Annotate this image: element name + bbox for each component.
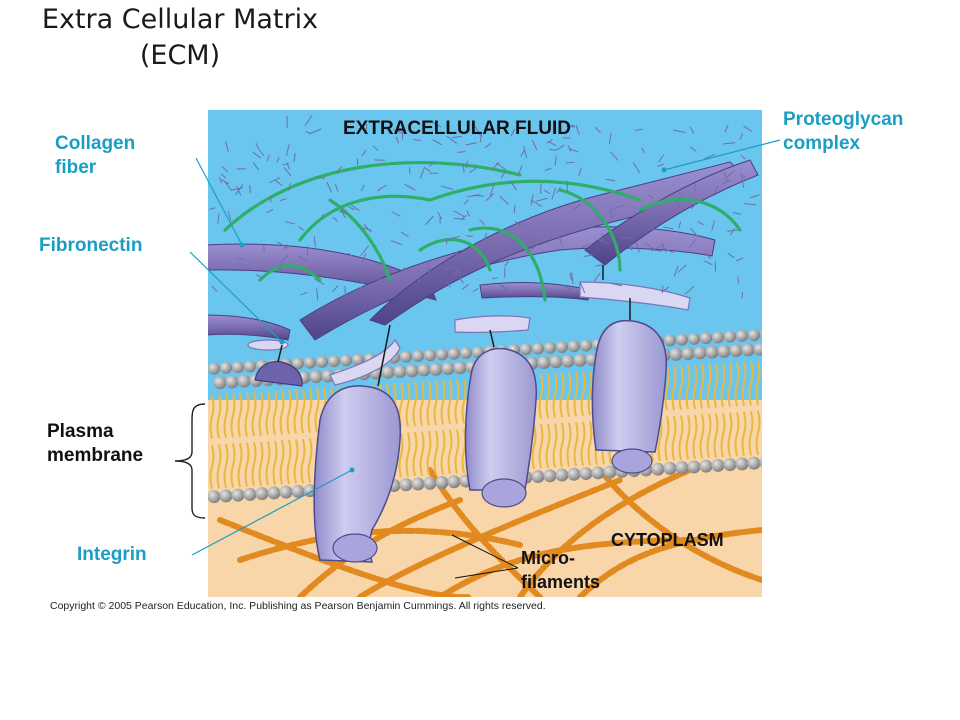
fibronectin-label: Fibronectin <box>39 235 143 256</box>
leader-dots <box>239 167 667 473</box>
proteoglycan-complex-label: Proteoglycan complex <box>783 108 903 156</box>
collagen-label-line-1: Collagen <box>55 133 136 154</box>
microfilaments-label: Micro- filaments <box>521 546 600 594</box>
plasma-membrane-label: Plasma membrane <box>47 420 143 468</box>
leader-lines <box>189 139 781 556</box>
microfilament-leaders <box>451 534 519 579</box>
integrin-proteins <box>254 265 668 563</box>
collagen-label-line-2: fiber <box>55 157 97 178</box>
plasma-label-line-1: Plasma <box>47 421 114 442</box>
copyright-notice: Copyright © 2005 Pearson Education, Inc.… <box>50 600 546 612</box>
plasma-label-line-2: membrane <box>47 445 144 466</box>
micro-label-line-2: filaments <box>521 572 601 592</box>
integrin-label: Integrin <box>77 544 147 565</box>
collagen-fibers <box>208 159 759 341</box>
page-title: Extra Cellular Matrix (ECM) <box>0 0 360 74</box>
title-line-1: Extra Cellular Matrix <box>41 4 319 35</box>
fibronectin-elements <box>247 281 691 386</box>
collagen-fiber-label: Collagen fiber <box>55 132 135 180</box>
proteo-label-line-2: complex <box>783 133 861 154</box>
proteo-label-line-1: Proteoglycan <box>783 109 904 130</box>
membrane-bracket <box>174 403 206 519</box>
title-line-2: (ECM) <box>139 40 221 71</box>
proteoglycan-complex <box>223 160 742 302</box>
proteoglycan-bristles <box>209 115 760 301</box>
micro-label-line-1: Micro- <box>521 548 575 568</box>
cytoplasm-label: CYTOPLASM <box>611 530 724 550</box>
extracellular-fluid-label: EXTRACELLULAR FLUID <box>343 118 571 139</box>
